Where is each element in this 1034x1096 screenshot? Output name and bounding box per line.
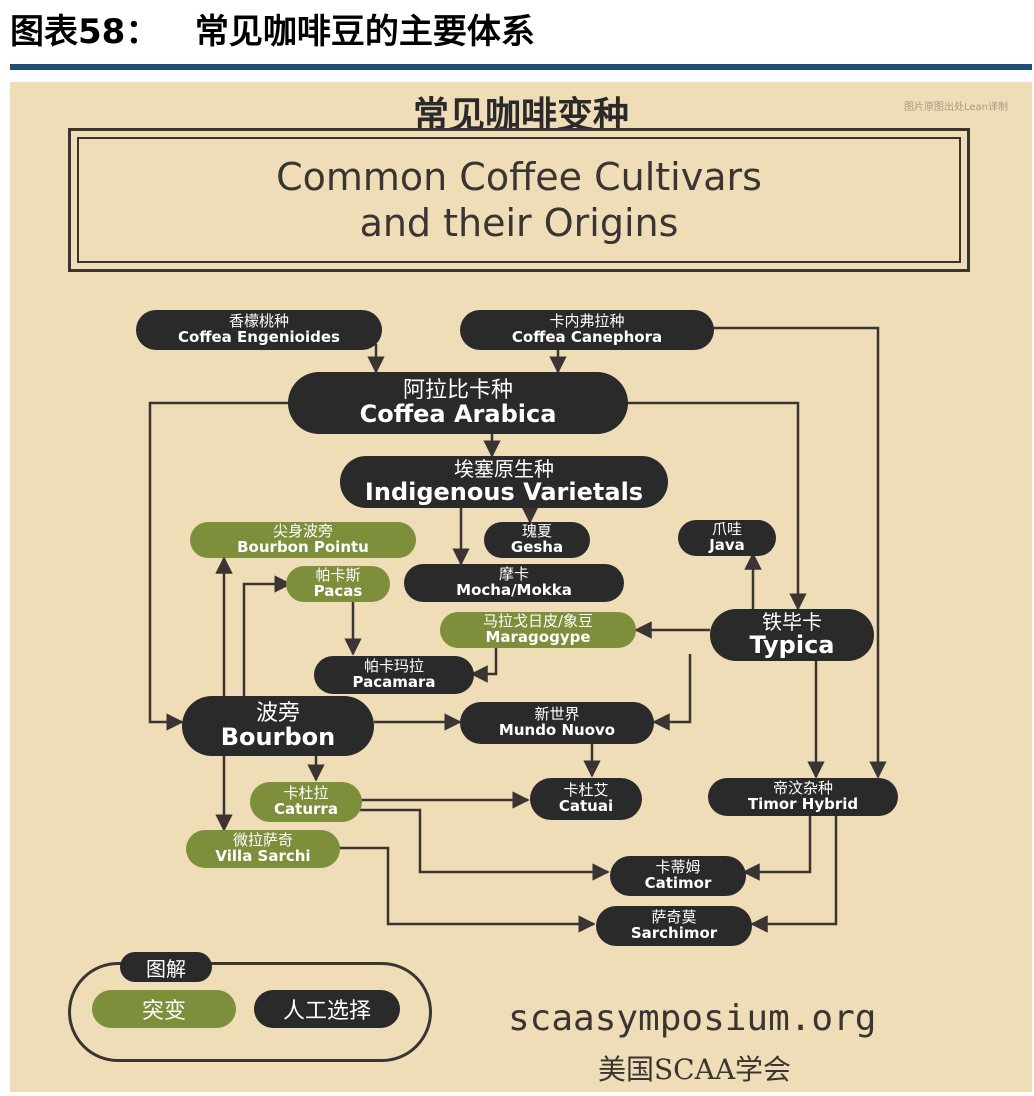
node-sarchimor-cn: 萨奇莫 xyxy=(651,908,697,927)
node-bourbon: 波旁 Bourbon xyxy=(182,696,374,756)
node-indigenous-cn: 埃塞原生种 xyxy=(454,456,554,481)
node-pacamara-cn: 帕卡玛拉 xyxy=(363,657,424,676)
arrow-arabica-typica xyxy=(624,401,807,611)
arrow-canephora-timor xyxy=(713,326,887,779)
node-java-en: Java xyxy=(709,536,745,554)
title-inner-frame: Common Coffee Cultivars and their Origin… xyxy=(77,137,961,263)
node-pacas: 帕卡斯 Pacas xyxy=(286,566,390,602)
node-typica-cn: 铁毕卡 xyxy=(762,609,822,634)
node-typica: 铁毕卡 Typica xyxy=(710,609,874,661)
node-pacamara: 帕卡玛拉 Pacamara xyxy=(314,656,474,694)
node-mundo: 新世界 Mundo Nuovo xyxy=(460,702,654,744)
legend-title: 图解 xyxy=(120,952,212,982)
arrow-maragogype-pacamara xyxy=(470,648,498,683)
node-bourbon-en: Bourbon xyxy=(220,722,336,751)
source-org: 美国SCAA学会 xyxy=(598,1053,792,1086)
arrow-timor-catimor xyxy=(742,816,812,881)
node-caturra: 卡杜拉 Caturra xyxy=(250,782,362,822)
node-typica-en: Typica xyxy=(749,630,835,659)
title-frame: Common Coffee Cultivars and their Origin… xyxy=(68,128,970,272)
node-caturra-en: Caturra xyxy=(274,800,338,818)
node-pointu: 尖身波旁 Bourbon Pointu xyxy=(190,522,416,558)
node-java: 爪哇 Java xyxy=(678,520,776,556)
node-catimor-en: Catimor xyxy=(644,874,712,892)
node-timor-en: Timor Hybrid xyxy=(747,795,859,813)
node-canephora-en: Coffea Canephora xyxy=(511,328,663,346)
node-mocha: 摩卡 Mocha/Mokka xyxy=(404,564,624,602)
flow-arrows xyxy=(148,326,887,933)
node-indigenous: 埃塞原生种 Indigenous Varietals xyxy=(340,456,668,508)
watermark: 图片原图出处Lean译制 xyxy=(903,102,1008,113)
node-mundo-en: Mundo Nuovo xyxy=(498,721,616,739)
node-catuai-cn: 卡杜艾 xyxy=(563,781,609,800)
node-timor-cn: 帝汶杂种 xyxy=(772,779,833,798)
node-bourbon-cn: 波旁 xyxy=(255,700,300,726)
node-gesha-cn: 瑰夏 xyxy=(521,522,552,541)
node-pacas-en: Pacas xyxy=(313,582,363,600)
poster-title-line2: and their Origins xyxy=(359,201,679,245)
node-gesha-en: Gesha xyxy=(510,538,564,556)
node-pointu-en: Bourbon Pointu xyxy=(237,538,369,556)
node-maragogype-cn: 马拉戈日皮/象豆 xyxy=(482,612,594,631)
node-maragogype-en: Maragogype xyxy=(485,628,591,646)
arrow-timor-sarchimor xyxy=(750,816,838,933)
arrow-typica-mundo xyxy=(652,654,692,731)
source-url: scaasymposium.org xyxy=(508,998,877,1039)
node-mocha-en: Mocha/Mokka xyxy=(456,581,572,599)
node-arabica-en: Coffea Arabica xyxy=(359,399,557,428)
node-catuai: 卡杜艾 Catuai xyxy=(530,778,642,820)
node-sarchimor: 萨奇莫 Sarchimor xyxy=(596,906,752,946)
node-eugenioides-en: Coffea Engenioides xyxy=(178,328,340,346)
node-java-cn: 爪哇 xyxy=(711,520,742,539)
arrow-caturra-catimor xyxy=(360,808,610,881)
page-header: 图表58： 常见咖啡豆的主要体系 xyxy=(10,12,535,52)
node-mundo-cn: 新世界 xyxy=(534,705,580,724)
node-canephora: 卡内弗拉种 Coffea Canephora xyxy=(460,310,714,350)
arrow-villa-sarchimor xyxy=(338,846,596,933)
node-villa: 微拉萨奇 Villa Sarchi xyxy=(186,830,340,868)
node-indigenous-en: Indigenous Varietals xyxy=(364,477,644,506)
node-eugenioides-cn: 香檬桃种 xyxy=(228,312,289,331)
arrow-bourbon-pacas xyxy=(242,575,292,696)
node-sarchimor-en: Sarchimor xyxy=(630,924,718,942)
node-villa-cn: 微拉萨奇 xyxy=(232,831,293,850)
node-catimor: 卡蒂姆 Catimor xyxy=(610,856,746,896)
node-catuai-en: Catuai xyxy=(558,797,614,815)
node-pacas-cn: 帕卡斯 xyxy=(315,566,361,585)
node-caturra-cn: 卡杜拉 xyxy=(283,784,329,803)
node-mocha-cn: 摩卡 xyxy=(498,565,529,584)
arrow-arabica-bourbon xyxy=(148,401,295,731)
poster-title-en: Common Coffee Cultivars and their Origin… xyxy=(276,154,762,246)
legend-frame xyxy=(68,962,432,1062)
poster: 常见咖啡变种 图片原图出处Lean译制 Common Coffee Cultiv… xyxy=(10,82,1032,1092)
node-gesha: 瑰夏 Gesha xyxy=(484,522,590,558)
poster-title-line1: Common Coffee Cultivars xyxy=(276,155,762,199)
node-canephora-cn: 卡内弗拉种 xyxy=(549,312,625,331)
node-villa-en: Villa Sarchi xyxy=(215,847,311,865)
node-timor: 帝汶杂种 Timor Hybrid xyxy=(708,778,898,816)
legend-selection: 人工选择 xyxy=(254,990,400,1028)
node-pacamara-en: Pacamara xyxy=(352,673,436,691)
node-arabica: 阿拉比卡种 Coffea Arabica xyxy=(288,372,628,434)
node-arabica-cn: 阿拉比卡种 xyxy=(402,377,513,403)
header-rule xyxy=(10,64,1032,70)
legend-mutation: 突变 xyxy=(92,990,236,1028)
node-maragogype: 马拉戈日皮/象豆 Maragogype xyxy=(440,612,636,648)
node-catimor-cn: 卡蒂姆 xyxy=(655,858,701,877)
node-pointu-cn: 尖身波旁 xyxy=(272,522,333,541)
node-eugenioides: 香檬桃种 Coffea Engenioides xyxy=(136,310,382,350)
